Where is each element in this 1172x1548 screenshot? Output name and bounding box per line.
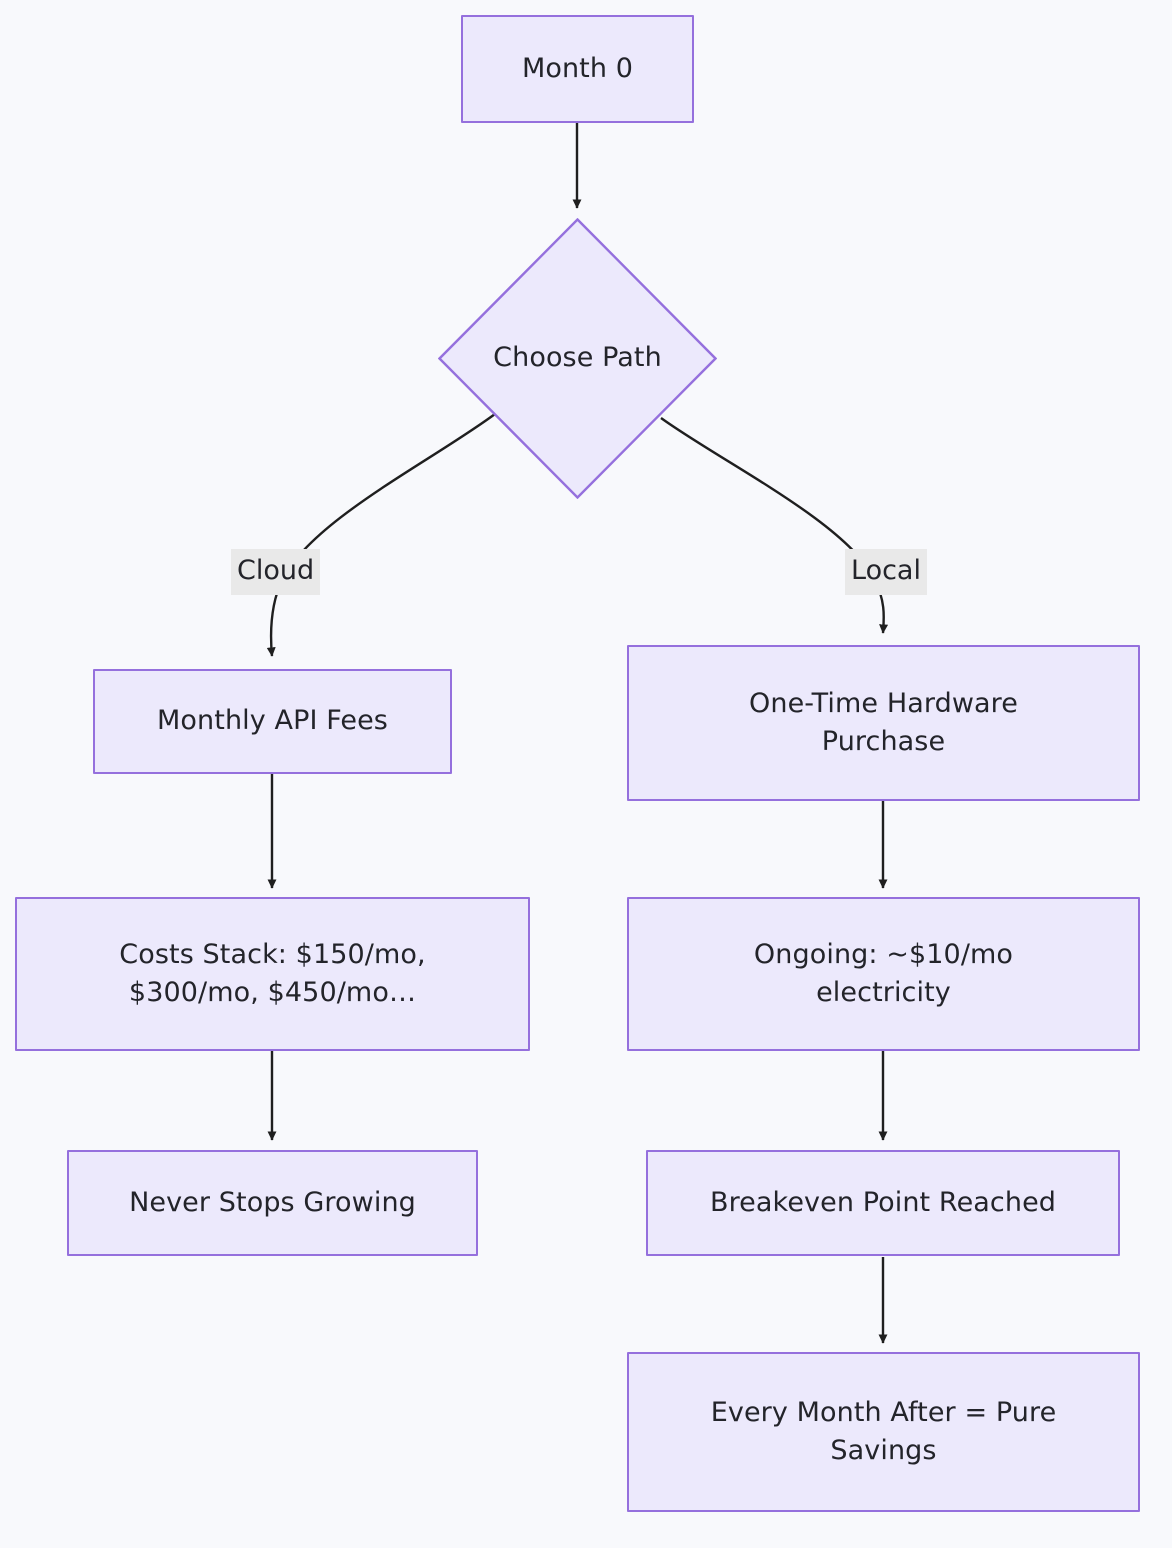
- edge-label-local: Local: [845, 549, 927, 596]
- node-every-month-after-pure-savings-label: Every Month After = Pure Savings: [710, 1396, 1057, 1466]
- diamond-shape-icon: [438, 218, 717, 499]
- node-month-0[interactable]: Month 0: [461, 15, 694, 123]
- node-never-stops-growing[interactable]: Never Stops Growing: [67, 1150, 478, 1256]
- node-ongoing-electricity[interactable]: Ongoing: ~$10/mo electricity: [627, 897, 1140, 1051]
- node-every-month-after-pure-savings[interactable]: Every Month After = Pure Savings: [627, 1352, 1140, 1512]
- node-monthly-api-fees[interactable]: Monthly API Fees: [93, 669, 452, 774]
- node-costs-stack-label: Costs Stack: $150/mo, $300/mo, $450/mo…: [119, 938, 426, 1008]
- node-breakeven-point-reached[interactable]: Breakeven Point Reached: [646, 1150, 1120, 1256]
- node-costs-stack[interactable]: Costs Stack: $150/mo, $300/mo, $450/mo…: [15, 897, 530, 1051]
- node-choose-path-label: Choose Path: [493, 342, 662, 374]
- node-never-stops-growing-label: Never Stops Growing: [129, 1186, 416, 1218]
- node-one-time-hardware-purchase-label: One-Time Hardware Purchase: [749, 687, 1018, 757]
- node-ongoing-electricity-label: Ongoing: ~$10/mo electricity: [753, 938, 1014, 1008]
- node-month-0-label: Month 0: [521, 52, 634, 84]
- edge-label-cloud: Cloud: [231, 549, 321, 596]
- node-monthly-api-fees-label: Monthly API Fees: [157, 705, 388, 737]
- node-one-time-hardware-purchase[interactable]: One-Time Hardware Purchase: [627, 645, 1140, 801]
- node-choose-path[interactable]: Choose Path: [438, 218, 717, 499]
- node-breakeven-point-reached-label: Breakeven Point Reached: [709, 1186, 1057, 1218]
